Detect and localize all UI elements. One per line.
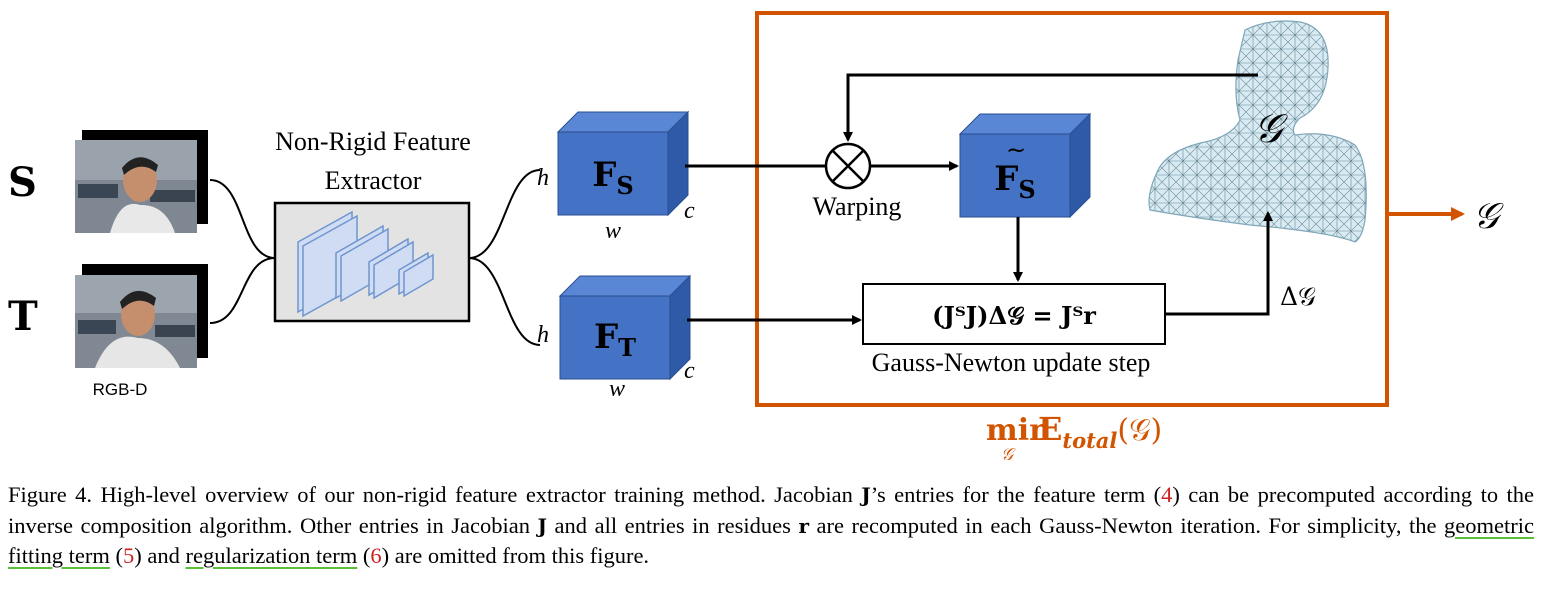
warped-feature-map: ~ FS xyxy=(958,112,1092,219)
objective-min: min xyxy=(986,413,1051,448)
caption-regularization-term: regularization term xyxy=(185,543,358,568)
feature-map-source: FS xyxy=(556,110,690,217)
svg-text:FT: FT xyxy=(594,317,636,362)
ft-subscript: T xyxy=(618,333,636,362)
warped-subscript: S xyxy=(1018,175,1035,204)
caption-jacobian-symbol: J xyxy=(861,483,871,507)
svg-text:FS: FS xyxy=(994,159,1035,204)
svg-text:𝒢: 𝒢 xyxy=(1001,445,1016,460)
delta-g-label: Δ𝒢 xyxy=(1280,282,1316,311)
extractor-title-line1: Non-Rigid Feature xyxy=(275,127,471,156)
fs-dim-c: c xyxy=(684,198,695,224)
ft-dim-h: h xyxy=(537,322,549,348)
fs-dim-h: h xyxy=(537,165,549,191)
feature-map-target: FT xyxy=(558,274,692,381)
gauss-newton-equation-box xyxy=(862,283,1166,345)
svg-text:Etotal(𝒢): Etotal(𝒢) xyxy=(1038,410,1162,453)
target-label: T xyxy=(8,293,38,340)
fs-dim-w: w xyxy=(605,218,621,244)
objective-argument: (𝒢) xyxy=(1117,413,1162,448)
extractor-to-ft-curve xyxy=(468,257,541,346)
objective-energy: E xyxy=(1038,410,1062,448)
caption-geometric-term: geometric fitting term xyxy=(8,512,1534,569)
warped-tilde: ~ xyxy=(1006,136,1026,164)
extractor-to-fs-curve xyxy=(468,169,541,259)
objective-energy-subscript: total xyxy=(1062,428,1117,453)
svg-text:min: min xyxy=(986,413,1051,448)
fs-symbol: F xyxy=(592,155,616,195)
objective-min-subscript: 𝒢 xyxy=(1001,445,1016,460)
source-rgbd-image xyxy=(75,130,208,233)
target-rgbd-image xyxy=(75,264,208,368)
mesh-feedback-arrow xyxy=(843,73,1258,142)
source-to-extractor-curve xyxy=(209,179,276,259)
warped-symbol: F xyxy=(994,159,1018,199)
svg-text:FS: FS xyxy=(592,155,633,200)
ft-dim-w: w xyxy=(609,376,625,402)
caption-ref-6[interactable]: 6 xyxy=(370,543,382,568)
extractor-network-layers xyxy=(297,210,434,318)
delta-update-arrow xyxy=(1165,211,1273,316)
deformation-mesh xyxy=(1148,20,1367,243)
gauss-newton-label: Gauss-Newton update step xyxy=(872,348,1151,377)
ft-symbol: F xyxy=(594,317,618,357)
caption-jacobian-symbol-2: J xyxy=(537,513,548,538)
gauss-newton-equation: (JᵀJ)Δ𝒢 = Jᵀr xyxy=(932,301,1096,330)
caption-ref-5[interactable]: 5 xyxy=(122,543,135,568)
output-mesh-label: 𝒢 xyxy=(1473,196,1504,237)
warping-label: Warping xyxy=(813,192,902,221)
fs-subscript: S xyxy=(616,171,633,200)
overview-figure: S T RGB-D Non-Rigid Feature Extractor xyxy=(8,11,1504,460)
rgbd-label: RGB-D xyxy=(93,380,148,399)
source-label: S xyxy=(8,159,37,206)
ft-dim-c: c xyxy=(684,358,695,384)
target-to-extractor-curve xyxy=(209,257,276,324)
figure-caption: Figure 4. High-level overview of our non… xyxy=(8,482,1534,569)
warping-operator xyxy=(824,142,872,190)
caption-ref-4[interactable]: 4 xyxy=(1161,482,1173,507)
optimization-frame xyxy=(755,11,1389,407)
caption-residue-symbol: r xyxy=(798,513,809,538)
objective-expression: min 𝒢 Etotal(𝒢) xyxy=(986,410,1162,460)
extractor-title-line2: Extractor xyxy=(325,166,422,195)
